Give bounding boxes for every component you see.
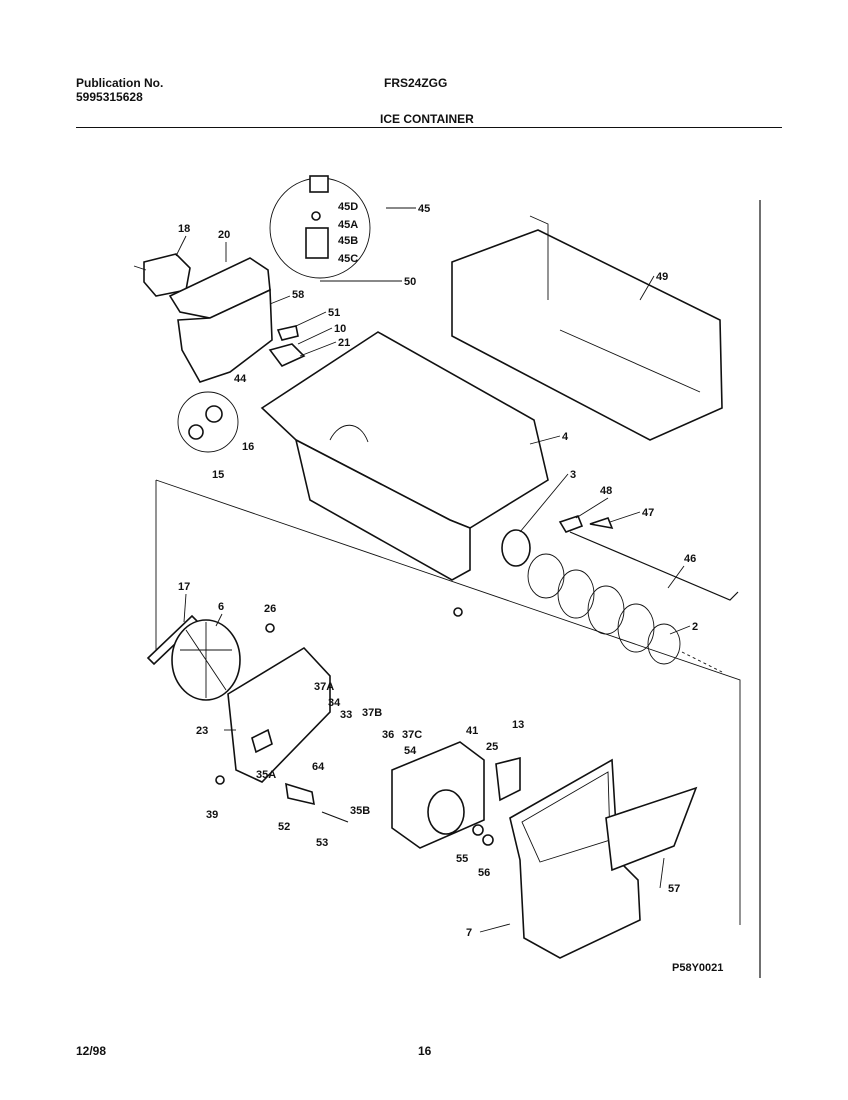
part-3-bearing <box>501 529 531 567</box>
part-4-ice-bin <box>260 331 549 581</box>
callout-45: 45 <box>418 203 430 215</box>
part-13-25-bracket <box>495 756 521 802</box>
part-53-pin <box>321 811 349 823</box>
part-49-control-panel <box>451 229 723 441</box>
part-10-actuator <box>268 343 306 367</box>
section-title: ICE CONTAINER <box>380 112 474 126</box>
callout-51: 51 <box>328 307 340 319</box>
part-23-cutout <box>251 728 273 754</box>
callout-34: 34 <box>328 697 341 709</box>
callout-47: 47 <box>642 507 654 519</box>
inset-15-16-circle <box>177 391 239 453</box>
callout-41: 41 <box>466 725 478 737</box>
figure-code: P58Y0021 <box>672 962 723 974</box>
callout-37a: 37A <box>314 681 334 693</box>
callout-25: 25 <box>486 741 498 753</box>
callout-45d: 45D <box>338 201 358 213</box>
part-41-motor-face <box>427 789 465 835</box>
callout-21: 21 <box>338 337 350 349</box>
part-48-clip <box>558 515 584 533</box>
callout-16: 16 <box>242 441 254 453</box>
callout-6: 6 <box>218 601 224 613</box>
callout-20: 20 <box>218 229 230 241</box>
part-51-spring <box>276 325 299 341</box>
callout-56: 56 <box>478 867 490 879</box>
footer-date: 12/98 <box>76 1044 107 1058</box>
callout-35a: 35A <box>256 769 276 781</box>
background-panel <box>155 479 741 925</box>
callout-37c: 37C <box>402 729 422 741</box>
callout-39: 39 <box>206 809 218 821</box>
callout-26: 26 <box>264 603 276 615</box>
part-57-door <box>605 786 698 872</box>
callout-45a: 45A <box>338 219 358 231</box>
callout-4: 4 <box>562 431 569 443</box>
callout-49: 49 <box>656 271 668 283</box>
callout-33: 33 <box>340 709 352 721</box>
part-46-rod <box>569 531 739 601</box>
callout-35b: 35B <box>350 805 370 817</box>
footer-page-number: 16 <box>418 1044 432 1058</box>
callout-55: 55 <box>456 853 468 865</box>
callout-23: 23 <box>196 725 208 737</box>
callout-44: 44 <box>234 373 247 385</box>
callout-52: 52 <box>278 821 290 833</box>
callout-53: 53 <box>316 837 328 849</box>
callout-18: 18 <box>178 223 190 235</box>
callout-17: 17 <box>178 581 190 593</box>
callout-36: 36 <box>382 729 394 741</box>
part-49-detail <box>529 215 701 393</box>
part-47-screw <box>589 517 614 530</box>
part-23-plate <box>227 646 331 783</box>
callout-64: 64 <box>312 761 325 773</box>
part-7-dispenser-housing <box>509 758 641 959</box>
callout-54: 54 <box>404 745 417 757</box>
callout-46: 46 <box>684 553 696 565</box>
callout-15: 15 <box>212 469 224 481</box>
header-rule <box>76 127 782 128</box>
callout-45b: 45B <box>338 235 358 247</box>
part-56-nut <box>482 834 494 846</box>
callout-3: 3 <box>570 469 576 481</box>
callout-7: 7 <box>466 927 472 939</box>
part-45a-washer <box>311 211 321 221</box>
part-39-screw <box>215 775 225 785</box>
callout-45c: 45C <box>338 253 358 265</box>
part-6-blades <box>180 622 232 698</box>
bin-screw <box>453 607 463 617</box>
leader-lines <box>175 207 691 933</box>
part-55-washer <box>472 824 484 836</box>
part-52-spring <box>285 782 315 806</box>
callout-50: 50 <box>404 276 416 288</box>
callout-13: 13 <box>512 719 524 731</box>
model-number: FRS24ZGG <box>384 76 448 90</box>
part-44-housing <box>177 288 273 383</box>
callout-58: 58 <box>292 289 304 301</box>
callout-2: 2 <box>692 621 698 633</box>
part-45b-switch <box>305 227 329 259</box>
callout-57: 57 <box>668 883 680 895</box>
part-45d-knob <box>309 175 329 193</box>
publication-label: Publication No. <box>76 76 164 90</box>
callout-37b: 37B <box>362 707 382 719</box>
part-2-auger <box>527 553 723 673</box>
part-26-screw <box>265 623 275 633</box>
callout-10: 10 <box>334 323 346 335</box>
part-16-gear <box>205 405 223 423</box>
part-15-bearing <box>188 424 204 440</box>
callout-48: 48 <box>600 485 612 497</box>
publication-number: 5995315628 <box>76 90 143 104</box>
